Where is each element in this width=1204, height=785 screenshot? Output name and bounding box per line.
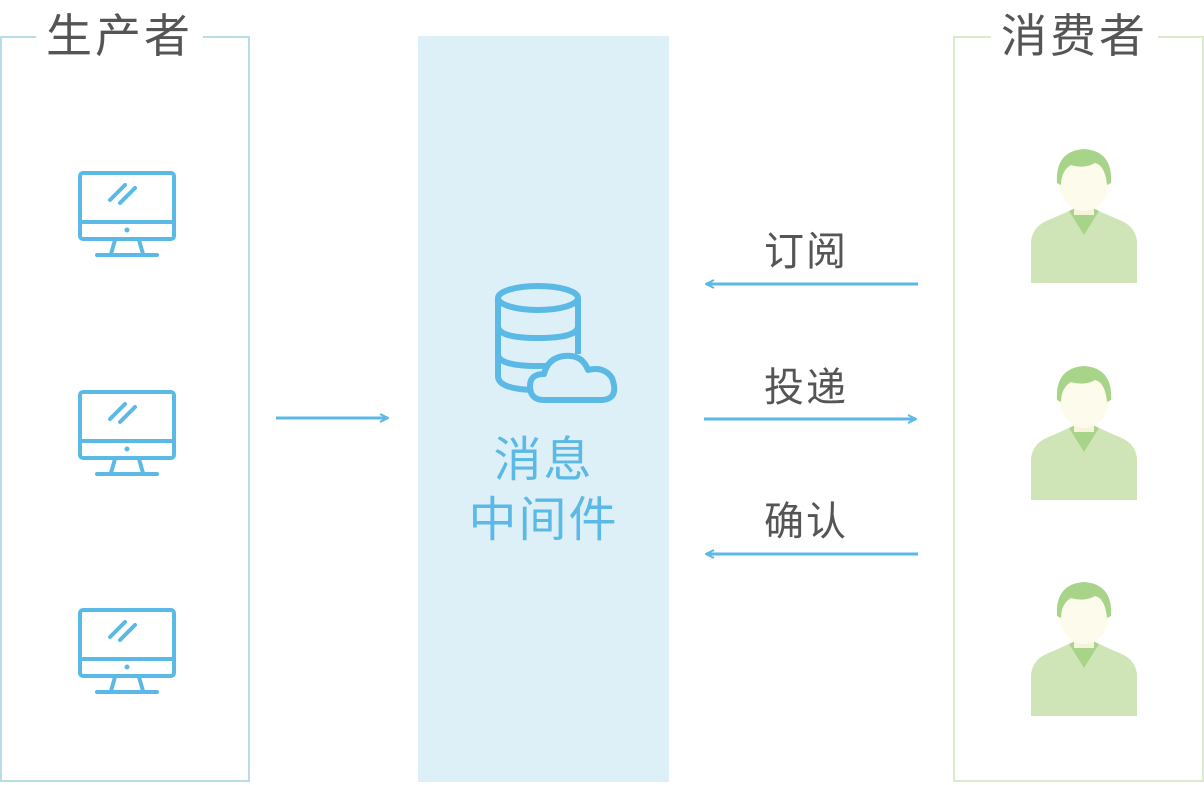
producer-panel: 生产者 — [0, 8, 250, 782]
person-icon — [1029, 578, 1139, 718]
database-cloud-icon — [492, 282, 622, 407]
deliver-label: 投递 — [764, 365, 848, 411]
subscribe-arrow — [702, 277, 918, 291]
consumer-title: 消费者 — [991, 8, 1158, 64]
broker-panel — [418, 36, 669, 782]
monitor-icon — [77, 607, 177, 697]
produce-arrow — [276, 411, 392, 425]
monitor-icon — [77, 389, 177, 479]
person-icon — [1029, 145, 1139, 285]
producer-title: 生产者 — [36, 8, 203, 64]
ack-arrow — [702, 547, 918, 561]
subscribe-label: 订阅 — [764, 229, 848, 275]
consumer-panel: 消费者 — [953, 8, 1204, 782]
ack-label: 确认 — [764, 499, 848, 545]
person-icon — [1029, 362, 1139, 502]
broker-label-line2: 中间件 — [468, 492, 619, 548]
deliver-arrow — [704, 412, 920, 426]
monitor-icon — [77, 170, 177, 260]
broker-label-line1: 消息 — [493, 432, 594, 488]
